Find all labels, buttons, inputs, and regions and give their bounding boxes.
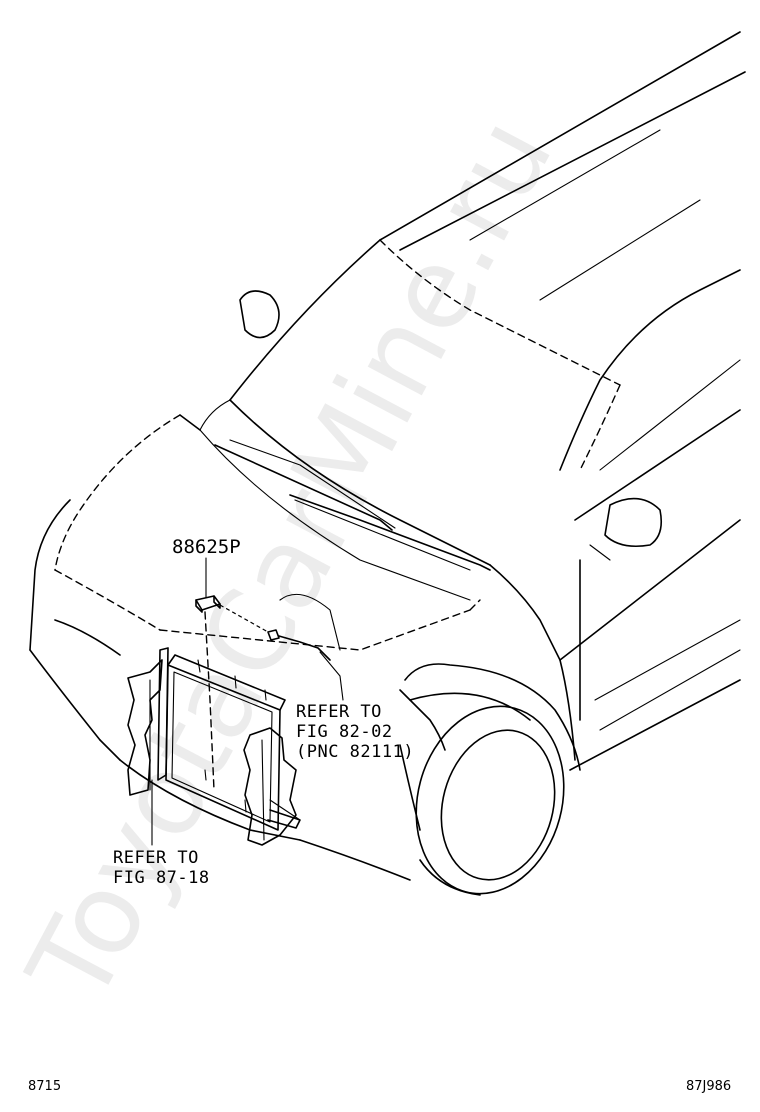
watermark: ToyotaCarMine.ru xyxy=(4,98,579,1024)
part-88625p-sensor[interactable] xyxy=(195,595,331,791)
leader-line-wire-callout xyxy=(319,651,344,701)
vehicle-outline xyxy=(29,31,746,896)
wire-callout-line1: REFER TO xyxy=(296,702,382,722)
condenser-assembly xyxy=(127,647,301,846)
wire-callout-line3: (PNC 82111) xyxy=(296,742,414,762)
footer-right-code: 87J986 xyxy=(686,1079,731,1094)
wire-callout-line2[interactable]: FIG 82-02 xyxy=(296,722,393,742)
part-number-label[interactable]: 88625P xyxy=(172,536,241,558)
condenser-callout-line1: REFER TO xyxy=(113,848,199,868)
footer-left-code: 8715 xyxy=(28,1079,61,1094)
condenser-callout-line2[interactable]: FIG 87-18 xyxy=(113,868,210,888)
